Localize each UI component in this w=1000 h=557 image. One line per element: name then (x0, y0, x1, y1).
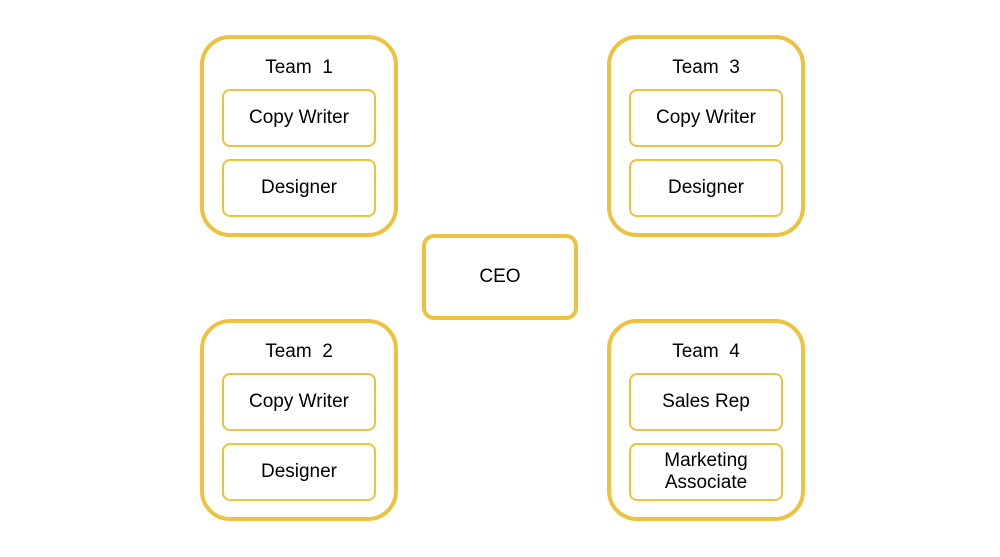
role-box-sales-rep[interactable]: Sales Rep (629, 373, 783, 431)
ceo-box[interactable]: CEO (422, 234, 578, 320)
role-box-designer[interactable]: Designer (222, 159, 376, 217)
role-box-designer[interactable]: Designer (629, 159, 783, 217)
role-box-copy-writer[interactable]: Copy Writer (222, 373, 376, 431)
team-3-group: Team 3 Copy Writer Designer (607, 35, 805, 237)
team-2-group: Team 2 Copy Writer Designer (200, 319, 398, 521)
role-box-copy-writer[interactable]: Copy Writer (629, 89, 783, 147)
team-title: Team 3 (672, 57, 740, 78)
role-box-marketing-associate[interactable]: Marketing Associate (629, 443, 783, 501)
team-title: Team 1 (265, 57, 333, 78)
team-4-group: Team 4 Sales Rep Marketing Associate (607, 319, 805, 521)
team-title: Team 2 (265, 341, 333, 362)
role-box-copy-writer[interactable]: Copy Writer (222, 89, 376, 147)
team-title: Team 4 (672, 341, 740, 362)
team-1-group: Team 1 Copy Writer Designer (200, 35, 398, 237)
role-box-designer[interactable]: Designer (222, 443, 376, 501)
